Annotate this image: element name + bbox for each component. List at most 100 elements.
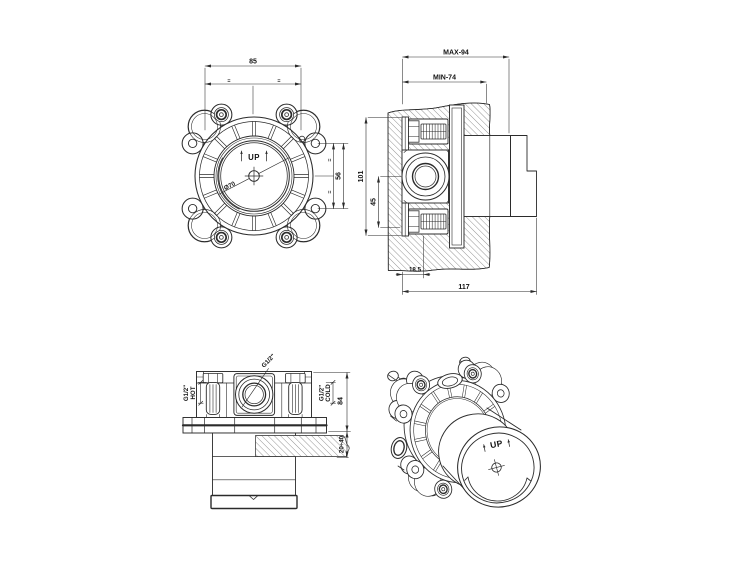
dim-arrow [295, 82, 301, 86]
top-cold-port-label-2: COLD [325, 384, 332, 402]
rib-line [414, 436, 427, 440]
rib-line [280, 205, 292, 216]
lobe-boss-ring [468, 368, 478, 379]
section-body-height-label: 101 [358, 171, 365, 183]
rib-line [216, 205, 228, 216]
top-view [181, 368, 351, 510]
union-hex [285, 373, 306, 384]
lobe-boss-hole [219, 235, 224, 240]
rib-line [270, 212, 277, 227]
rib-line [214, 138, 225, 150]
dimension-labels: 85 = = 56 = = Ø70 UP MAX-94 MIN-74 101 4… [183, 50, 504, 454]
port-inner-ring [411, 162, 440, 191]
port-ring [405, 156, 446, 197]
section-view [364, 55, 537, 295]
dim-arrow [402, 55, 409, 59]
rib-line [420, 449, 432, 457]
rib-line [203, 192, 218, 199]
front-up-label: UP [248, 153, 260, 162]
top-port-label: G1/2" [260, 353, 276, 370]
lobe-hole [496, 389, 505, 398]
dim-arrow [205, 82, 211, 86]
iso-up-label: UP [489, 438, 503, 450]
lobe-boss-hole [470, 371, 475, 376]
section-port-offset-label: 45 [371, 198, 378, 206]
iso-cylinder-side [486, 407, 522, 431]
dim-arrow [345, 451, 349, 458]
dim-arrow [377, 176, 380, 183]
rib-line [290, 192, 305, 199]
cap-notch-arc [217, 157, 240, 210]
up-arrow-icon [483, 444, 486, 448]
cap-end-top [210, 494, 298, 510]
line [526, 477, 532, 482]
rib-line [270, 125, 277, 140]
lobe-boss-ring [416, 379, 426, 390]
screw-tower-circle [191, 212, 218, 239]
front-flange [181, 103, 327, 249]
rib-line [283, 138, 294, 150]
lobe-boss-hole [219, 112, 224, 117]
rib-line [283, 202, 294, 214]
dim-arrow [332, 143, 335, 150]
rib-line [431, 392, 439, 404]
iso-side-edge [397, 465, 405, 471]
rib-line [433, 391, 441, 403]
dim-arrow [423, 273, 430, 276]
lobe-boss-ring [280, 231, 293, 244]
front-equal-mark-right: = [277, 79, 280, 85]
top-body-depth-label: 84 [338, 397, 345, 405]
rib-line [203, 153, 218, 160]
rib-line [464, 385, 467, 399]
screw-hex-head [408, 210, 420, 233]
rib-line [231, 212, 238, 227]
dim-arrow [342, 143, 345, 150]
top-port-inner [242, 382, 267, 407]
lobe-boss-hole [441, 487, 446, 492]
rib-line [420, 403, 432, 412]
port-leader [241, 368, 269, 408]
top-port-bore [244, 384, 264, 405]
flange-plate-inner [451, 107, 462, 246]
iso-up-arrow-left [483, 444, 486, 452]
lobe-hole [411, 465, 420, 474]
lobe-hole [399, 410, 408, 419]
iso-side-edge [390, 415, 397, 422]
iso-side-port-inner [393, 440, 405, 456]
lobe-hole [187, 138, 198, 149]
front-equal-mark-top: = [328, 158, 334, 161]
wall-band-top [255, 435, 350, 457]
dim-arrow [205, 64, 211, 68]
section-screw-offset-label: 18.5 [409, 267, 422, 274]
front-equal-mark-left: = [227, 79, 230, 85]
opening-circle [213, 135, 295, 217]
lobe-boss-ring [438, 484, 448, 495]
front-equal-mark-bottom: = [328, 190, 334, 193]
line [403, 149, 408, 153]
dim-arrow [332, 202, 335, 209]
screw-tower-circle [188, 110, 221, 143]
lobe-boss-hole [419, 382, 423, 387]
rib-line [413, 423, 427, 427]
lobe-boss-hole [284, 235, 289, 240]
rib-line [216, 136, 228, 147]
rib-line [267, 213, 274, 228]
port-bore [414, 165, 437, 188]
up-arrow-icon [240, 151, 243, 154]
line [403, 200, 408, 204]
flange-plate-section [449, 104, 465, 249]
iso-top-port-inner [441, 376, 459, 387]
dim-arrow [396, 273, 403, 276]
rib-line [234, 124, 241, 139]
top-hot-port-label-1: G1/2" [183, 385, 190, 401]
section-min-depth-label: MIN-74 [433, 75, 456, 82]
isometric-view [387, 356, 541, 508]
cover-cylinder-section [463, 135, 511, 217]
dim-arrow [480, 80, 487, 84]
screw-tower-circle [191, 113, 218, 140]
opening-circle-inner [215, 137, 293, 215]
iso-cap-notch [467, 476, 528, 502]
rib-line [231, 125, 238, 140]
rib-line [202, 189, 217, 196]
